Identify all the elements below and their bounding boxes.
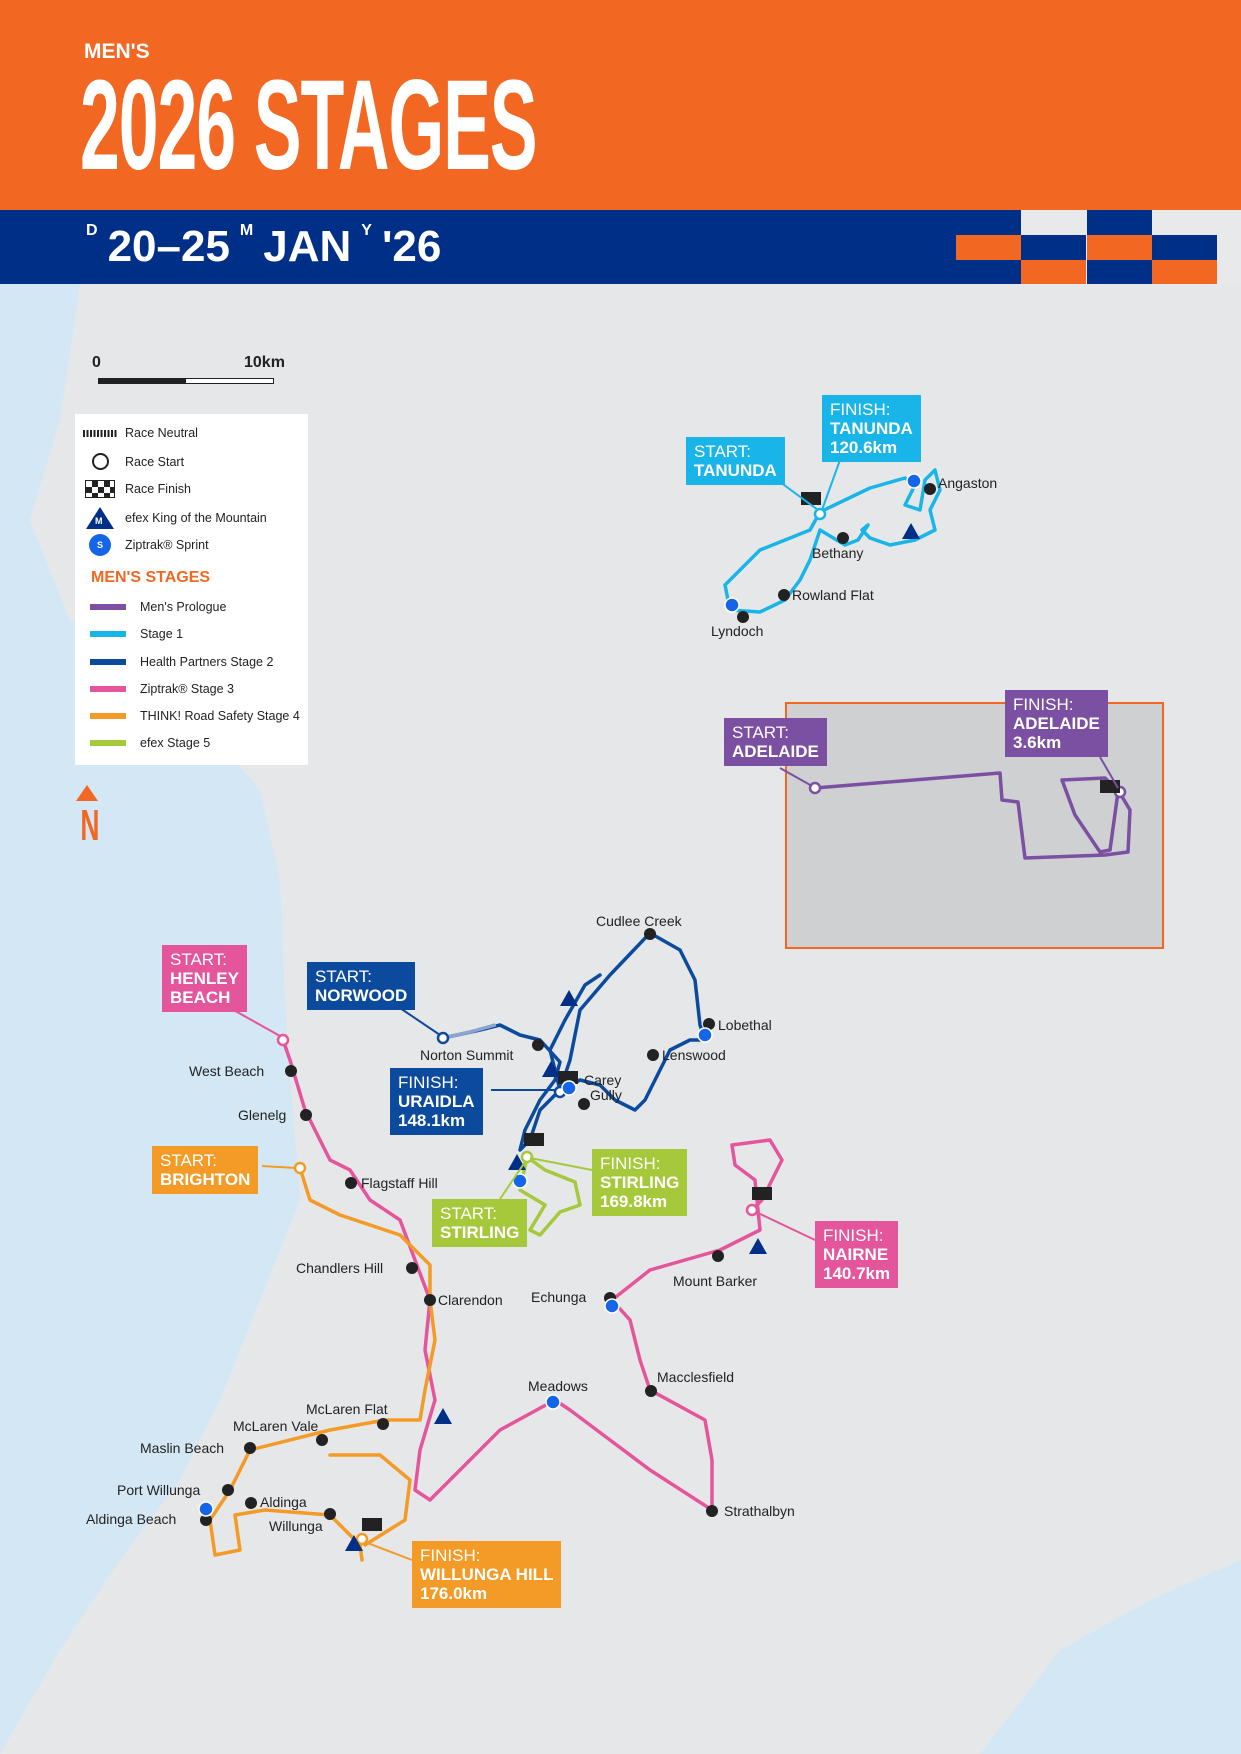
town-label: McLaren Vale: [233, 1418, 319, 1434]
page-title: 2026 STAGES: [80, 54, 538, 197]
race-neutral-icon: [83, 429, 117, 437]
legend-heading: MEN'S STAGES: [91, 569, 211, 586]
town-label: Lenswood: [662, 1047, 726, 1063]
town-label: Echunga: [531, 1289, 586, 1305]
town-label: Macclesfield: [657, 1369, 734, 1385]
town-label: Lyndoch: [711, 623, 763, 639]
route-stage4: [208, 1166, 437, 1562]
callout-start-adelaide: START:ADELAIDE: [724, 718, 827, 766]
legend-stage4: THINK! Road Safety Stage 4: [75, 709, 300, 723]
header-pretitle: MEN'S: [84, 40, 150, 63]
sprint-markers: [198, 473, 922, 1517]
legend-race-start: Race Start: [75, 453, 184, 470]
legend-stage1: Stage 1: [75, 627, 183, 641]
legend-label: Race Start: [125, 454, 185, 469]
route-map: Angaston Bethany Rowland Flat Lyndoch Cu…: [0, 284, 1241, 1754]
legend-stage3: Ziptrak® Stage 3: [75, 682, 234, 696]
month-label: M: [239, 222, 254, 239]
callout-pointers: [229, 459, 1119, 1561]
days: 20–25: [107, 222, 230, 271]
event-dates: D 20–25 M JAN Y '26: [86, 222, 441, 272]
town-label: Maslin Beach: [140, 1440, 224, 1456]
legend-race-finish: Race Finish: [75, 480, 191, 498]
town-labels: Angaston Bethany Rowland Flat Lyndoch Cu…: [86, 475, 997, 1534]
date-band: D 20–25 M JAN Y '26: [0, 210, 1021, 284]
town-label: Rowland Flat: [792, 587, 874, 603]
year: '26: [381, 222, 442, 271]
legend-label: Race Neutral: [125, 426, 198, 440]
scale-max: 10km: [244, 354, 285, 371]
callout-start-brighton: START:BRIGHTON: [152, 1146, 259, 1194]
legend-label: efex King of the Mountain: [125, 511, 267, 525]
legend-label: Ziptrak® Sprint: [125, 538, 209, 552]
town-label: Clarendon: [438, 1292, 503, 1308]
town-label: Lobethal: [718, 1017, 772, 1033]
town-label: Angaston: [938, 475, 997, 491]
sprint-icon: S: [89, 534, 111, 556]
town-label: West Beach: [189, 1063, 264, 1079]
scale-bar: 0 10km: [92, 354, 285, 384]
king-of-mountain-icon: M: [86, 507, 114, 529]
day-label: D: [86, 222, 98, 239]
header: MEN'S 2026 STAGES: [0, 0, 1241, 210]
town-label: Bethany: [812, 545, 863, 561]
town-label: Aldinga Beach: [86, 1511, 176, 1527]
legend-stage2: Health Partners Stage 2: [75, 655, 273, 669]
north-arrow: N: [76, 785, 99, 851]
month: JAN: [263, 222, 352, 271]
town-label: Port Willunga: [117, 1482, 200, 1498]
route-stage2: [441, 931, 707, 1152]
callout-start-tanunda: START:TANUNDA: [686, 437, 785, 485]
town-label: Meadows: [528, 1378, 588, 1394]
route-stage2-neutral: [441, 1023, 497, 1040]
route-stage4-loop: [328, 1453, 412, 1547]
route-stage5: [518, 1155, 582, 1237]
town-label: Mount Barker: [673, 1273, 757, 1289]
year-label: Y: [361, 222, 372, 239]
race-start-icon: [91, 453, 109, 470]
town-label: Norton Summit: [420, 1047, 513, 1063]
town-label: McLaren Flat: [306, 1401, 388, 1417]
legend-label: Race Finish: [125, 482, 191, 496]
town-label: Cudlee Creek: [596, 913, 683, 929]
town-label: Glenelg: [238, 1107, 286, 1123]
town-label: Carey: [584, 1072, 621, 1088]
race-finish-icon: [85, 480, 115, 498]
scale-zero: 0: [92, 354, 101, 371]
finish-flags: [362, 492, 1120, 1531]
sea-east: [980, 1560, 1241, 1754]
town-label: Willunga: [269, 1518, 323, 1534]
start-points: [276, 507, 1127, 1546]
town-label: Gully: [590, 1087, 622, 1103]
legend-prologue: Men's Prologue: [75, 600, 226, 614]
route-prologue: [813, 771, 1132, 860]
route-stage3: [281, 1038, 784, 1512]
callout-start-norwood: START:NORWOOD: [307, 962, 416, 1010]
route-stage1: [723, 468, 942, 614]
legend-sprint: S Ziptrak® Sprint: [75, 534, 209, 556]
town-label: Strathalbyn: [724, 1503, 795, 1519]
town-label: Flagstaff Hill: [361, 1175, 438, 1191]
callout-start-stirling: START:STIRLING: [432, 1199, 528, 1247]
town-label: Chandlers Hill: [296, 1260, 383, 1276]
town-label: Aldinga: [260, 1494, 307, 1510]
legend-race-neutral: Race Neutral: [75, 426, 198, 440]
legend-stage5: efex Stage 5: [75, 736, 210, 750]
